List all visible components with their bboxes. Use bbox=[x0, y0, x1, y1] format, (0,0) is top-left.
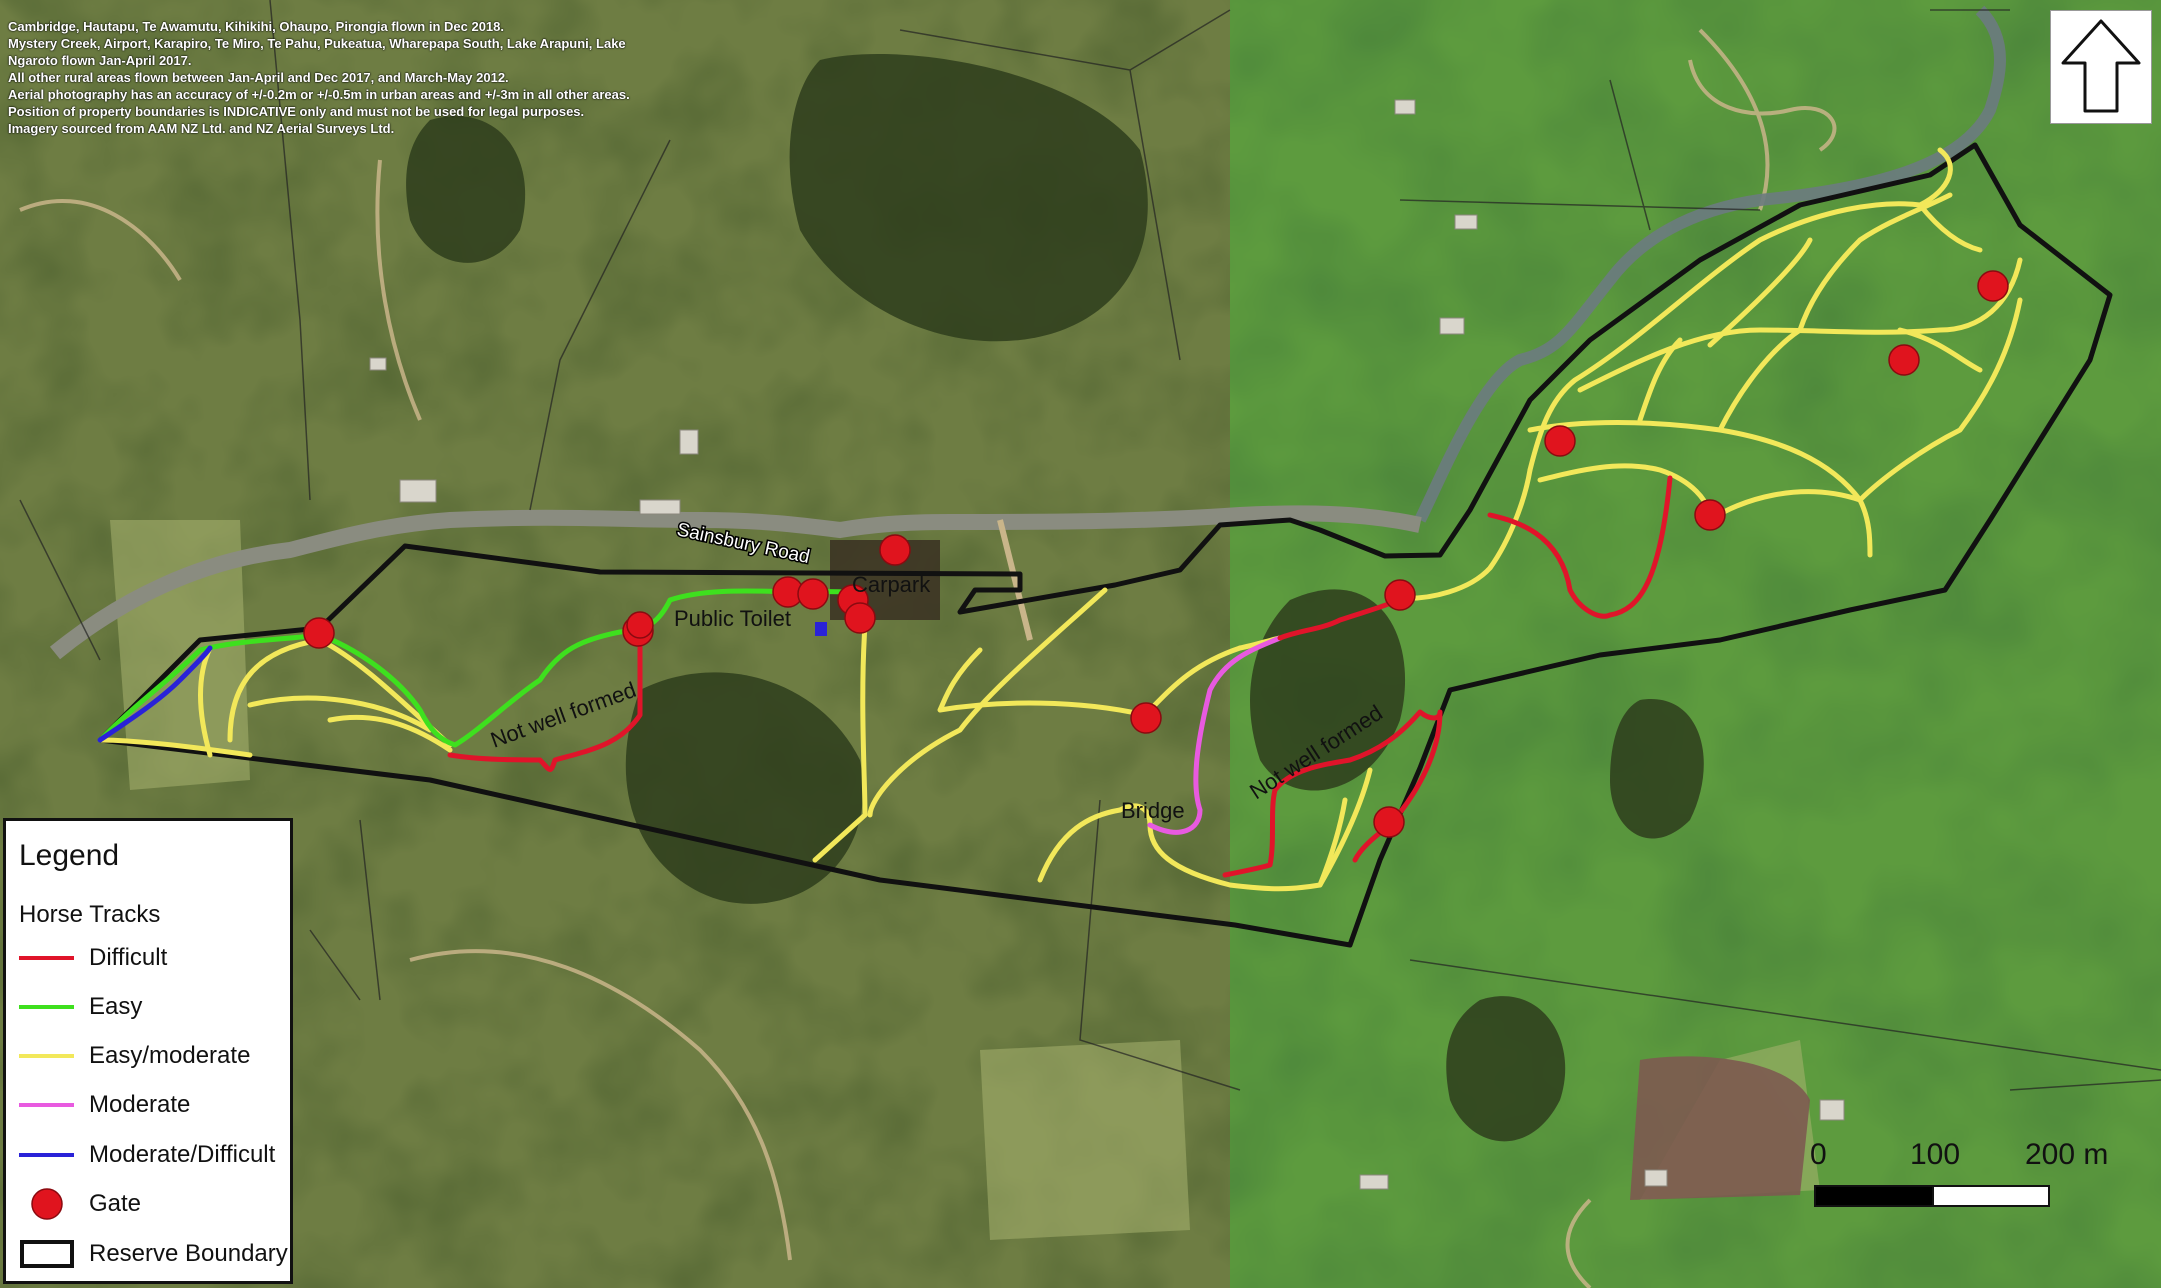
disclaimer-line: Position of property boundaries is INDIC… bbox=[8, 104, 585, 119]
disclaimer-line: Mystery Creek, Airport, Karapiro, Te Mir… bbox=[8, 36, 626, 51]
gate[interactable] bbox=[1130, 702, 1162, 734]
gate[interactable] bbox=[626, 611, 654, 639]
track-moderate[interactable] bbox=[1147, 635, 1283, 835]
gate[interactable] bbox=[1694, 499, 1726, 531]
property-boundaries bbox=[19, 0, 2161, 1091]
legend-item-moderate-difficult: Moderate/Difficult bbox=[19, 1138, 289, 1172]
legend-label: Moderate bbox=[89, 1091, 191, 1118]
buildings bbox=[369, 99, 1845, 1190]
legend-item-easy-moderate: Easy/moderate bbox=[19, 1039, 289, 1073]
legend-item-difficult: Difficult bbox=[19, 941, 289, 975]
legend-label: Difficult bbox=[89, 944, 168, 971]
creek bbox=[1414, 5, 2006, 523]
bridge-label: Bridge bbox=[1121, 798, 1185, 823]
toilet-marker bbox=[815, 622, 827, 636]
scale-label: 100 bbox=[1910, 1138, 1961, 1171]
gate[interactable] bbox=[1544, 425, 1576, 457]
disclaimer-line: All other rural areas flown between Jan-… bbox=[8, 70, 509, 85]
legend-subtitle: Horse Tracks bbox=[19, 901, 161, 928]
legend-line-symbol bbox=[19, 1153, 74, 1157]
north-arrow bbox=[2050, 10, 2152, 124]
sainsbury-road bbox=[49, 505, 1422, 660]
legend-line-symbol bbox=[19, 956, 74, 960]
ploughed-field bbox=[1630, 1056, 1810, 1200]
legend-title: Legend bbox=[19, 839, 120, 872]
tracks-difficult[interactable] bbox=[447, 475, 1673, 878]
disclaimer-line: Aerial photography has an accuracy of +/… bbox=[8, 87, 630, 102]
gate[interactable] bbox=[797, 578, 829, 610]
scale-bar: 0 100 200 m bbox=[1810, 1138, 2110, 1208]
scale-label: 0 bbox=[1810, 1138, 1827, 1171]
gate[interactable] bbox=[1384, 579, 1416, 611]
reserve-boundary[interactable] bbox=[97, 142, 2113, 948]
legend-line-symbol bbox=[19, 1005, 74, 1009]
legend-item-reserve-boundary: Reserve Boundary bbox=[19, 1237, 289, 1271]
legend-item-gate: Gate bbox=[19, 1187, 289, 1221]
tracks-easy-moderate[interactable] bbox=[97, 147, 2023, 892]
scale-segment-dark bbox=[1814, 1185, 1934, 1207]
scale-label: 200 m bbox=[2025, 1138, 2109, 1171]
disclaimer-line: Ngaroto flown Jan-April 2017. bbox=[8, 53, 192, 68]
disclaimer-line: Imagery sourced from AAM NZ Ltd. and NZ … bbox=[8, 121, 395, 136]
legend-line-symbol bbox=[19, 1103, 74, 1107]
gate[interactable] bbox=[303, 617, 335, 649]
legend-label: Easy/moderate bbox=[89, 1042, 251, 1069]
gate[interactable] bbox=[879, 534, 911, 566]
legend-item-moderate: Moderate bbox=[19, 1088, 289, 1122]
gate[interactable] bbox=[1888, 344, 1920, 376]
gate[interactable] bbox=[1373, 806, 1405, 838]
gate[interactable] bbox=[1977, 270, 2009, 302]
gate[interactable] bbox=[844, 602, 876, 634]
legend-label: Reserve Boundary bbox=[89, 1240, 288, 1267]
north-arrow-icon bbox=[2061, 19, 2141, 113]
forest-patches bbox=[406, 54, 1704, 1142]
scale-segment-light bbox=[1932, 1185, 2050, 1207]
gate-icon bbox=[31, 1188, 63, 1220]
legend-item-easy: Easy bbox=[19, 990, 289, 1024]
map-legend: Legend Horse Tracks Difficult Easy Easy/… bbox=[3, 818, 293, 1284]
track-moderate-difficult[interactable] bbox=[97, 645, 213, 743]
legend-label: Easy bbox=[89, 993, 143, 1020]
disclaimer-line: Cambridge, Hautapu, Te Awamutu, Kihikihi… bbox=[8, 19, 504, 34]
legend-box-symbol bbox=[20, 1240, 74, 1268]
legend-label: Moderate/Difficult bbox=[89, 1141, 276, 1168]
toilet-label: Public Toilet bbox=[674, 606, 791, 631]
tracks-easy[interactable] bbox=[97, 588, 868, 748]
legend-label: Gate bbox=[89, 1190, 142, 1217]
driveway bbox=[997, 519, 1033, 641]
carpark-label: Carpark bbox=[852, 572, 931, 597]
imagery-disclaimer: Cambridge, Hautapu, Te Awamutu, Kihikihi… bbox=[8, 18, 698, 137]
farm-tracks bbox=[19, 28, 1837, 1288]
legend-line-symbol bbox=[19, 1054, 74, 1058]
gates[interactable] bbox=[303, 270, 2009, 838]
